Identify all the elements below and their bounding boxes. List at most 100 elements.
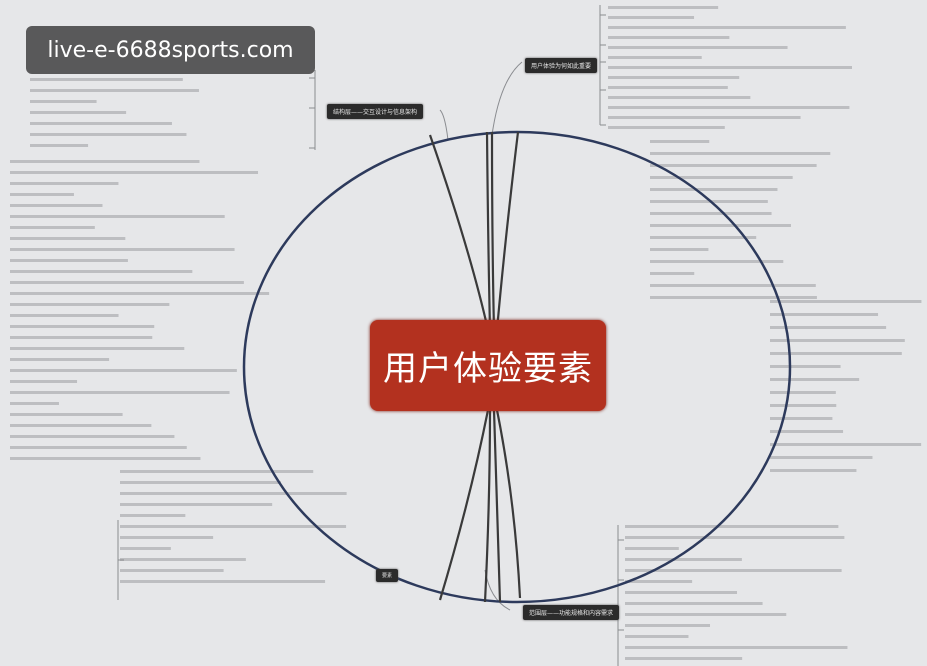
text-line (30, 89, 199, 92)
text-line (30, 122, 172, 125)
text-line (770, 443, 922, 446)
text-line (625, 558, 742, 561)
watermark: live-e-6688sports.com (26, 26, 315, 74)
text-line (10, 182, 119, 185)
text-line (10, 160, 200, 163)
text-line (650, 152, 831, 155)
text-line (608, 36, 730, 39)
text-line (120, 481, 282, 484)
text-line (120, 470, 314, 473)
text-line (120, 514, 186, 517)
text-line (625, 569, 842, 572)
text-line (120, 569, 224, 572)
center-spokes (428, 131, 522, 603)
text-line (650, 248, 709, 251)
text-line (10, 259, 128, 262)
text-line (10, 457, 201, 460)
text-line (10, 281, 244, 284)
text-line (10, 303, 170, 306)
text-line (10, 413, 123, 416)
text-line (120, 536, 214, 539)
text-line (625, 613, 787, 616)
text-line (650, 260, 784, 263)
text-line (10, 193, 74, 196)
text-line (10, 171, 259, 174)
text-line (608, 6, 719, 9)
text-line (770, 300, 922, 303)
text-line (650, 284, 816, 287)
text-line (10, 446, 187, 449)
text-line (608, 96, 751, 99)
text-line (625, 602, 763, 605)
text-line (608, 106, 850, 109)
node-why-ux-matters[interactable]: 用户体验为何如此重要 (525, 58, 598, 73)
text-line (10, 248, 235, 251)
text-line (608, 66, 853, 69)
text-line (625, 657, 743, 660)
text-line (608, 16, 695, 19)
text-line (10, 226, 95, 229)
text-line (650, 224, 791, 227)
text-line (608, 46, 788, 49)
text-line (120, 503, 273, 506)
text-line (120, 492, 347, 495)
text-line (770, 378, 860, 381)
text-line (120, 547, 171, 550)
text-line (650, 236, 757, 239)
text-line (10, 347, 185, 350)
text-line (770, 339, 905, 342)
text-line (770, 391, 836, 394)
text-line (10, 237, 126, 240)
text-line (625, 580, 693, 583)
text-line (10, 336, 153, 339)
branch-connectors (117, 5, 624, 666)
text-line (770, 417, 833, 420)
center-topic[interactable]: 用户体验要素 (370, 320, 606, 411)
text-line (625, 646, 848, 649)
text-line (608, 76, 740, 79)
text-line (608, 116, 801, 119)
text-line (30, 133, 187, 136)
text-line (625, 635, 689, 638)
text-line (608, 56, 702, 59)
text-line (770, 430, 844, 433)
text-line (770, 313, 879, 316)
text-line (10, 358, 110, 361)
text-line (650, 296, 817, 299)
text-line (10, 292, 270, 295)
text-line (770, 456, 873, 459)
text-line (770, 326, 887, 329)
text-line (650, 140, 710, 143)
text-line (10, 391, 230, 394)
text-line (10, 270, 193, 273)
node-scope-layer[interactable]: 范围层——功能规格和内容需求 (523, 605, 620, 620)
text-line (625, 525, 839, 528)
text-line (608, 26, 846, 29)
text-line (30, 111, 127, 114)
text-line (608, 86, 728, 89)
text-line (770, 365, 841, 368)
text-line (650, 176, 793, 179)
node-elements[interactable]: 要素 (376, 569, 399, 582)
text-line (10, 380, 78, 383)
text-line (30, 144, 89, 147)
text-line (770, 352, 902, 355)
text-line (10, 204, 103, 207)
text-line (120, 580, 326, 583)
text-line (120, 558, 246, 561)
text-line (650, 188, 778, 191)
text-line (770, 469, 857, 472)
text-line (10, 325, 155, 328)
text-line (625, 536, 845, 539)
text-line (120, 525, 347, 528)
text-line (650, 272, 695, 275)
text-line (770, 404, 837, 407)
text-line (625, 547, 679, 550)
text-line (625, 591, 738, 594)
text-line (650, 164, 817, 167)
text-line (10, 424, 152, 427)
text-line (10, 215, 225, 218)
text-line (608, 126, 725, 129)
node-structure-layer[interactable]: 结构层——交互设计与信息架构 (327, 104, 424, 119)
